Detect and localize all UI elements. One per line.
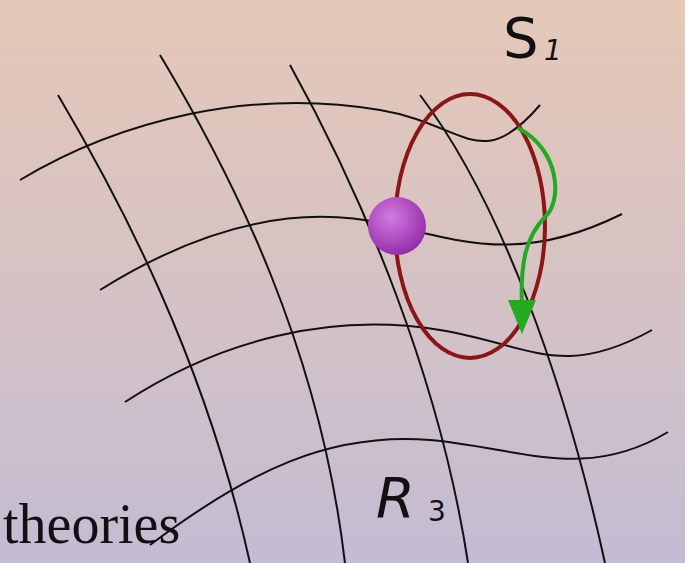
arrow-head	[508, 300, 536, 334]
space-label: S	[503, 10, 539, 66]
caption-text: theories	[3, 496, 180, 552]
space-label: R	[376, 470, 415, 526]
subscript: 3	[428, 498, 446, 526]
subscript: 1	[544, 37, 562, 65]
particle	[368, 197, 426, 255]
green-path	[518, 128, 555, 308]
grid-lines	[20, 55, 668, 563]
